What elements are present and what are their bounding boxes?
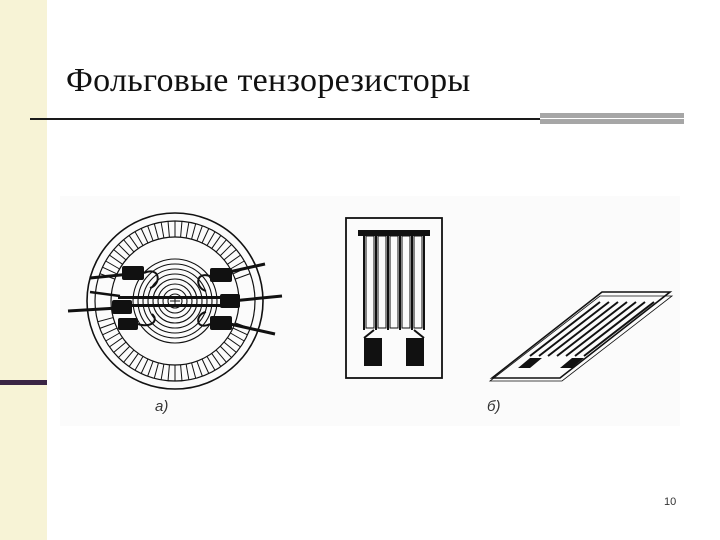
- linear-foil-gauge: [345, 217, 443, 379]
- left-accent-bar: [0, 380, 47, 385]
- caption-a: а): [155, 398, 169, 415]
- title-underline-accent: [540, 113, 684, 124]
- perspective-grid: [529, 301, 655, 357]
- right-lead-wires: [197, 262, 283, 336]
- caption-b: б): [487, 398, 501, 415]
- spiral-grid: [132, 258, 218, 344]
- slide-title: Фольговые тензорезисторы: [66, 62, 471, 99]
- grid-serpentine: [363, 235, 425, 330]
- circular-rosette-gauge: [67, 212, 283, 390]
- strain-gauge-figure: [60, 196, 680, 426]
- left-lead-wires: [67, 266, 159, 330]
- perspective-foil-gauge: [488, 291, 674, 382]
- left-decorative-band: [0, 0, 47, 540]
- title-underline: [30, 118, 540, 120]
- strain-gauge-drawing: [67, 212, 674, 390]
- serpentine-grid-ring: [97, 221, 251, 381]
- page-number: 10: [664, 496, 677, 508]
